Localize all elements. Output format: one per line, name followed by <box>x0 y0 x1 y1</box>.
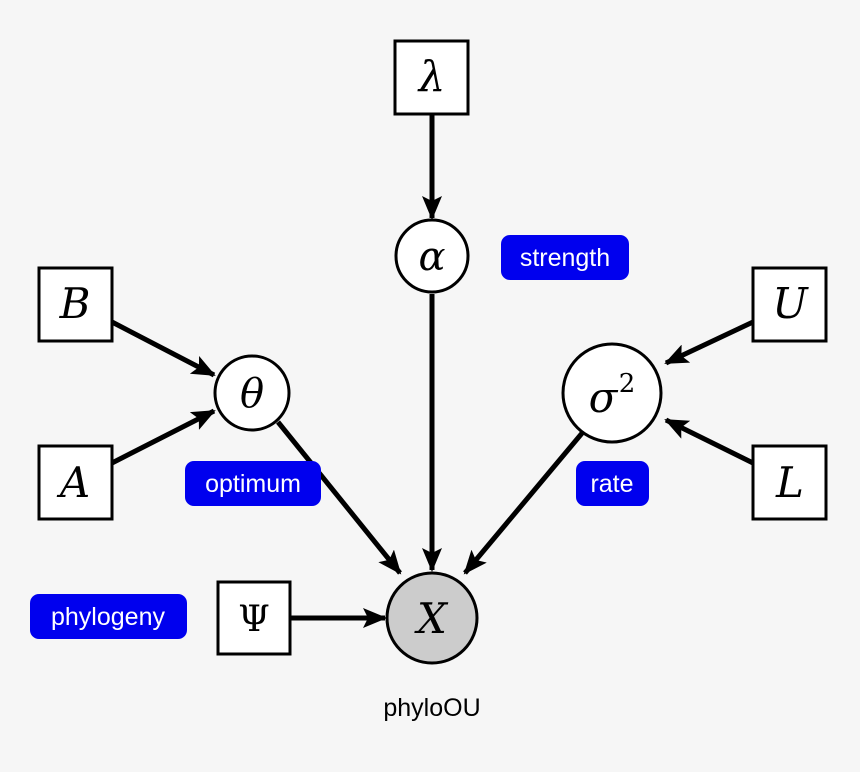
badge-rate-text: rate <box>590 470 633 498</box>
node-psi-label: Ψ <box>238 599 270 640</box>
badge-rate-bg <box>576 461 649 506</box>
node-sigma: σ 2 <box>561 342 663 444</box>
node-b-label: B <box>59 279 91 328</box>
node-u-box <box>751 266 828 343</box>
edge-l-to-sigma <box>664 417 755 466</box>
node-l: L <box>751 444 828 521</box>
node-u: U <box>751 266 828 343</box>
badge-strength-bg <box>501 235 629 280</box>
node-sigma-circle <box>561 342 663 444</box>
edge-theta-to-x <box>276 420 402 575</box>
node-a: A <box>37 444 114 521</box>
badge-strength-text: strength <box>520 244 610 272</box>
edge-b-to-theta <box>110 319 216 378</box>
node-sigma-superscript: 2 <box>619 369 636 399</box>
node-alpha-label: α <box>418 234 445 280</box>
node-lambda-box <box>393 39 470 116</box>
node-psi: Ψ <box>216 580 292 656</box>
badge-phylogeny: phylogeny <box>30 594 187 639</box>
node-x-circle <box>385 571 479 665</box>
edge-a-to-theta <box>110 408 216 466</box>
node-b: B <box>37 266 114 343</box>
model-caption: phyloOU <box>383 694 480 722</box>
badge-phylogeny-text: phylogeny <box>51 603 165 631</box>
badge-strength: strength <box>501 235 629 280</box>
edge-u-to-sigma <box>664 319 755 366</box>
node-sigma-label: σ <box>589 373 619 422</box>
node-lambda-label: λ <box>417 52 446 101</box>
node-alpha: α <box>394 218 470 294</box>
edges <box>110 114 755 628</box>
badge-phylogeny-bg <box>30 594 187 639</box>
node-l-label: L <box>775 458 804 507</box>
node-psi-box <box>216 580 292 656</box>
edge-sigma-to-x <box>463 430 585 575</box>
node-a-box <box>37 444 114 521</box>
node-theta: θ <box>213 354 291 432</box>
badge-rate: rate <box>576 461 649 506</box>
node-l-box <box>751 444 828 521</box>
badge-optimum: optimum <box>185 461 321 506</box>
node-a-label: A <box>56 458 90 507</box>
node-u-label: U <box>772 279 809 328</box>
badge-optimum-bg <box>185 461 321 506</box>
node-x-label: X <box>414 594 449 643</box>
node-x: X <box>385 571 479 665</box>
badge-optimum-text: optimum <box>205 470 301 498</box>
node-lambda: λ <box>393 39 470 116</box>
node-b-box <box>37 266 114 343</box>
node-theta-label: θ <box>240 371 264 417</box>
node-alpha-circle <box>394 218 470 294</box>
node-theta-circle <box>213 354 291 432</box>
